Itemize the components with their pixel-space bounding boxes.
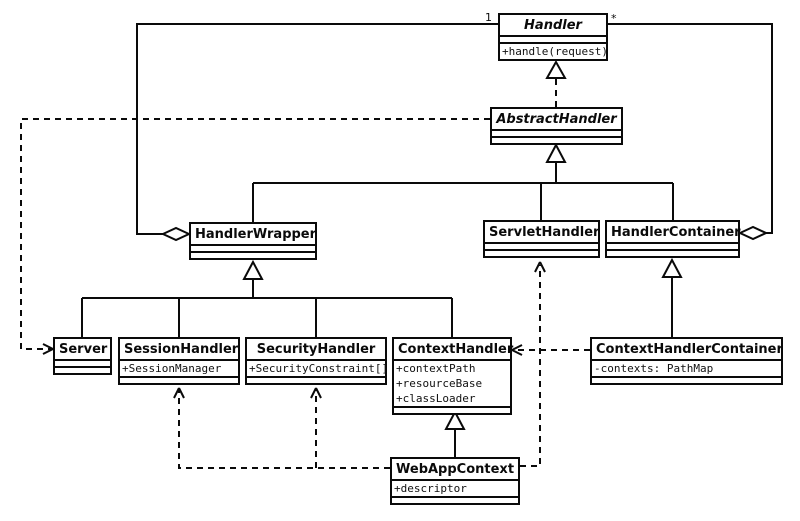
class-webappcontext-title: WebAppContext (396, 462, 515, 477)
class-securityhandler-title: SecurityHandler (256, 342, 376, 357)
class-contexthandler-title: ContextHandler (398, 342, 514, 357)
class-abstracthandler[interactable]: AbstractHandler (490, 107, 623, 145)
attribute-classloader: +classLoader (396, 392, 476, 405)
edge-dependency-webappcontext-servlethandler (520, 261, 546, 467)
class-contexthandlercontainer-methods (592, 376, 781, 383)
class-server[interactable]: Server (53, 337, 112, 375)
class-servlethandler-methods (485, 249, 598, 256)
class-server-attributes (55, 359, 110, 366)
class-abstracthandler-methods (492, 136, 621, 143)
attribute-sessionmanager: +SessionManager (122, 362, 222, 375)
edge-dependency-contexthandlercontainer-contexthandler (511, 344, 590, 356)
class-abstracthandler-attributes (492, 129, 621, 136)
attribute-descriptor: +descriptor (394, 482, 467, 495)
edge-generalization-webappcontext-contexthandler (444, 409, 466, 457)
class-contexthandlercontainer-title: ContextHandlerContainer (596, 342, 783, 357)
edge-dependency-webappcontext-sessionhandler-securityhandler (173, 387, 390, 469)
edge-generalization-contexthandlercontainer-handlercontainer (661, 257, 683, 337)
class-server-title: Server (59, 342, 108, 357)
class-sessionhandler-attributes: +SessionManager (120, 359, 238, 376)
class-handlerwrapper-attributes (191, 244, 315, 251)
edge-generalization-to-abstracthandler (252, 142, 674, 222)
class-contexthandler-methods (394, 406, 510, 413)
class-webappcontext-attributes: +descriptor (392, 479, 518, 496)
class-handler-attributes (500, 35, 606, 42)
edge-generalization-to-handlerwrapper (81, 259, 453, 337)
class-handlercontainer-methods (607, 249, 738, 256)
class-handlercontainer-attributes (607, 242, 738, 249)
class-handlerwrapper-methods (191, 251, 315, 258)
edge-aggregation-handlerwrapper-handler (136, 23, 498, 242)
edge-aggregation-handlercontainer-handler (607, 23, 773, 241)
multiplicity-one-label: 1 (485, 11, 492, 24)
class-securityhandler[interactable]: SecurityHandler +SecurityConstraint[] (245, 337, 389, 385)
class-abstracthandler-title: AbstractHandler (496, 112, 617, 127)
attribute-contextpath: +contextPath (396, 362, 476, 375)
class-servlethandler-attributes (485, 242, 598, 249)
attribute-resourcebase: +resourceBase (396, 377, 483, 390)
class-handlerwrapper-title: HandlerWrapper (195, 227, 317, 242)
class-handler-methods: +handle(request) (500, 42, 608, 59)
attribute-contexts: -contexts: PathMap (594, 362, 714, 375)
class-sessionhandler[interactable]: SessionHandler +SessionManager (118, 337, 240, 385)
method-handle: +handle(request) (502, 45, 608, 58)
class-servlethandler[interactable]: ServletHandler (483, 220, 600, 258)
edge-dependency-abstracthandler-server (20, 118, 490, 355)
class-contexthandler[interactable]: ContextHandler +contextPath +resourceBas… (392, 337, 514, 415)
class-sessionhandler-methods (120, 376, 238, 383)
class-servlethandler-title: ServletHandler (489, 225, 600, 240)
class-webappcontext-methods (392, 496, 518, 503)
class-handler[interactable]: Handler +handle(request) (498, 13, 608, 61)
class-handlerwrapper[interactable]: HandlerWrapper (189, 222, 317, 260)
class-contexthandlercontainer[interactable]: ContextHandlerContainer -contexts: PathM… (590, 337, 783, 385)
class-handler-title: Handler (524, 18, 582, 33)
class-contexthandlercontainer-attributes: -contexts: PathMap (592, 359, 781, 376)
class-handlercontainer-title: HandlerContainer (611, 225, 741, 240)
class-handlercontainer[interactable]: HandlerContainer (605, 220, 741, 258)
multiplicity-many-label: * (611, 12, 617, 25)
class-securityhandler-methods (247, 376, 385, 383)
class-contexthandler-attributes: +contextPath +resourceBase +classLoader (394, 359, 510, 406)
class-sessionhandler-title: SessionHandler (124, 342, 239, 357)
class-server-methods (55, 366, 110, 373)
attribute-securityconstraint: +SecurityConstraint[] (249, 362, 389, 375)
class-securityhandler-attributes: +SecurityConstraint[] (247, 359, 389, 376)
class-webappcontext[interactable]: WebAppContext +descriptor (390, 457, 520, 505)
edge-realization-abstracthandler-handler (545, 59, 567, 107)
